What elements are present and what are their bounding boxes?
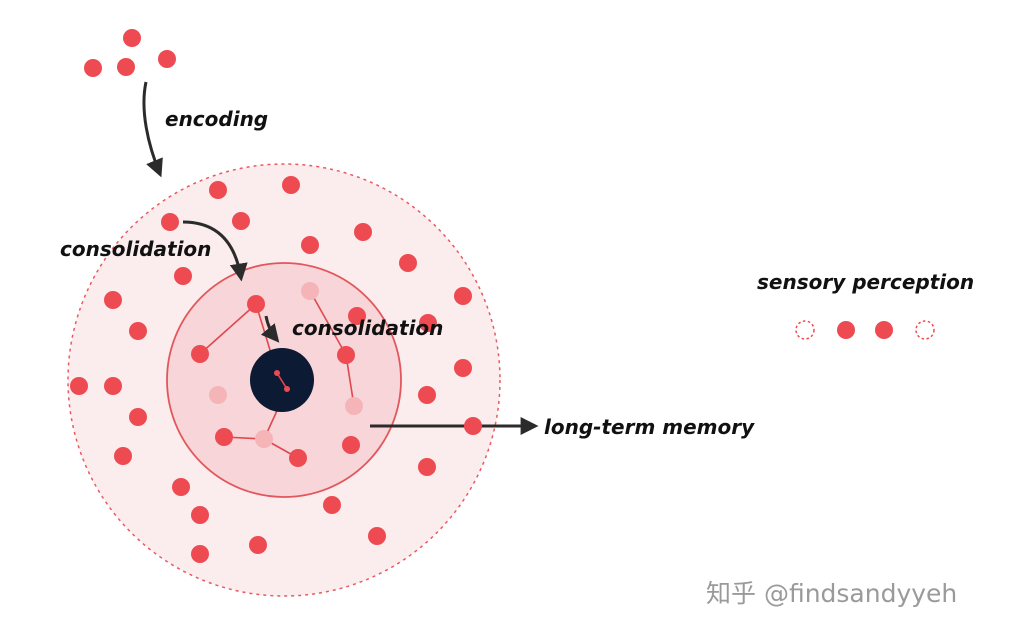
legend-dot-empty [915,320,935,340]
consolidation-arrow-inner [260,315,280,343]
incoming-dot [117,58,135,76]
outer-dots [70,176,472,563]
outer-dot [249,536,267,554]
long-term-memory-label: long-term memory [544,415,755,439]
outer-dot [282,176,300,194]
outer-dot [399,254,417,272]
outer-dot [191,545,209,563]
inner-dot [342,436,360,454]
inner-dot [337,346,355,364]
incoming-dot [158,50,176,68]
outer-dot [70,377,88,395]
inner-dot [247,295,265,313]
outer-dot [104,291,122,309]
outer-dot [209,181,227,199]
inner-dot [191,345,209,363]
legend-dot-empty [795,320,815,340]
inner-dot [289,449,307,467]
outer-dot [104,377,122,395]
inner-dots [191,282,366,467]
incoming-dot [123,29,141,47]
outer-dot [301,236,319,254]
consolidation-label-outer: consolidation [60,237,211,261]
sensory-perception-label: sensory perception [757,270,974,294]
outer-dot [172,478,190,496]
inner-dot-faded [209,386,227,404]
outer-dot [454,359,472,377]
outer-dot [368,527,386,545]
inner-dot [215,428,233,446]
outer-dot [454,287,472,305]
outer-dot [232,212,250,230]
outer-dot [129,322,147,340]
outer-dot [129,408,147,426]
inner-dot [348,307,366,325]
outer-dot [354,223,372,241]
consolidation-label-inner: consolidation [292,316,443,340]
outer-dot [418,458,436,476]
legend-dot-filled [875,321,893,339]
core-node [284,386,290,392]
incoming-dot [84,59,102,77]
outer-dot [174,267,192,285]
consolidation-arrow-outer [182,220,248,282]
incoming-dots [84,29,176,77]
watermark: 知乎 @findsandyyeh [706,579,957,608]
encoding-arrow [142,81,163,178]
inner-dot-faded [255,430,273,448]
outer-dot [114,447,132,465]
outer-dot [418,386,436,404]
outer-dot [419,314,437,332]
inner-dot-faded [345,397,363,415]
outer-dot [161,213,179,231]
encoding-label: encoding [165,107,268,131]
core-node [274,370,280,376]
inner-dot-faded [301,282,319,300]
outer-dot [323,496,341,514]
core-link [276,372,288,390]
legend-dot-filled [837,321,855,339]
sensory-legend [795,320,935,340]
outer-dot [191,506,209,524]
long-term-memory-dot [464,417,482,435]
